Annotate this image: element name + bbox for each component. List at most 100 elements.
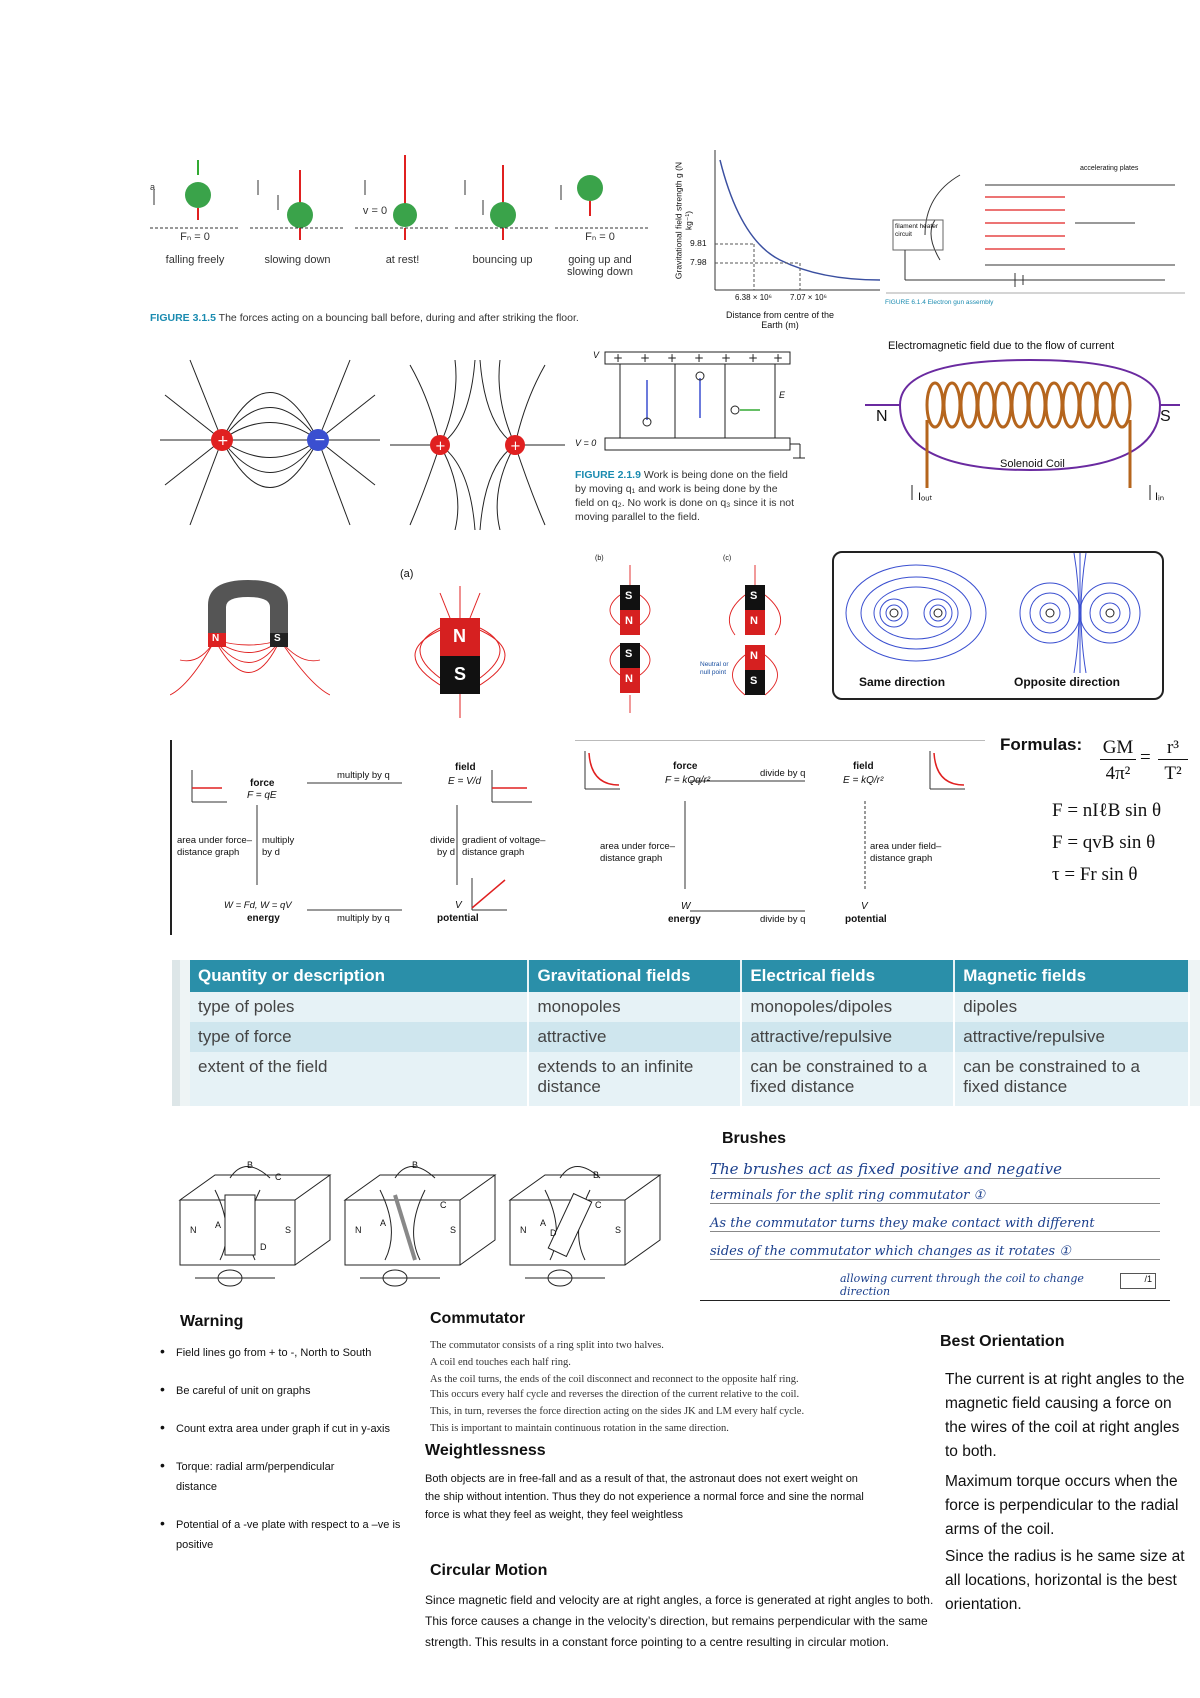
solenoid-diagram [865,358,1195,500]
brushes-line-1: The brushes act as fixed positive and ne… [710,1160,1160,1179]
motor-diagrams-svg [178,1166,662,1287]
kepler-lhs-num: GM [1100,737,1136,760]
grav-graph-plot [714,150,881,291]
motor-3-b: B [593,1170,600,1180]
brushes-line-5: allowing current through the coil to cha… [840,1272,1084,1298]
table-header-grav: Gravitational fields [528,960,743,992]
field-comparison-table: Quantity or description Gravitational fi… [172,960,1200,1106]
repelling-charges-diagram: + + [390,359,565,531]
motor-3 [508,1166,662,1287]
ball-fn-1: Fₙ = 0 [180,231,210,243]
commutator-line-3: As the coil turns, the ends of the coil … [430,1374,799,1385]
electron-gun-figure: accelerating plates filament heater circ… [885,165,1185,315]
magnets-label-c: (c) [723,555,732,562]
commutator-line-1: The commutator consists of a ring split … [430,1340,664,1351]
dipole-field-diagram: + − [160,359,380,526]
grav-xtick-1: 6.38 × 10⁶ [735,293,772,302]
svg-text:a: a [150,182,155,192]
solenoid-s-label: S [1160,408,1171,425]
point-field-label: field [853,761,874,772]
table-cell: attractive/repulsive [741,1022,956,1052]
motor-2-c: C [440,1200,447,1210]
brushes-section: Brushes The brushes act as fixed positiv… [700,1130,1170,1305]
kepler-rhs-den: T² [1164,763,1182,784]
svg-text:+: + [773,351,783,365]
ball-figure-caption: FIGURE 3.1.5 The forces acting on a boun… [150,312,579,324]
plates-figure-caption: FIGURE 2.1.9 Work is being done on the f… [575,469,795,523]
bouncing-ball-figure: a [150,150,670,330]
weightlessness-section: Weightlessness Both objects are in free-… [425,1442,875,1562]
bar-magnet-s: S [454,664,467,684]
wires-field-figure: Same direction Opposite direction [832,551,1164,700]
svg-text:+: + [748,351,758,365]
ball-panel-4 [455,165,550,240]
uniform-field-label: field [455,762,476,773]
uniform-energy-label: energy [247,913,280,924]
uniform-field-eq: E = V/d [448,776,482,787]
point-energy-label: energy [668,914,701,925]
circular-motion-section: Circular Motion Since magnetic field and… [425,1562,940,1687]
commutator-line-5: This, in turn, reverses the force direct… [430,1406,805,1417]
horseshoe-n-label: N [212,633,220,644]
point-force-label: force [673,761,698,772]
point-potential-label: potential [845,914,887,925]
motor-3-n: N [520,1225,527,1235]
ball-panel-1: a [150,160,240,229]
weightlessness-text: Both objects are in free-fall and as a r… [425,1473,864,1521]
electron-gun-filament-label: filament heater circuit [895,223,938,238]
uniform-force-label: force [250,778,275,789]
commutator-line-2: A coil end touches each half ring. [430,1357,571,1368]
circular-motion-title: Circular Motion [430,1562,548,1579]
repelling-charges-figure: + + [390,359,565,531]
table-cell: type of force [190,1022,530,1052]
uniform-energy-eq: W = Fd, W = qV [224,900,292,911]
best-orientation-p1: The current is at right angles to the ma… [945,1371,1185,1460]
uniform-potential-label: potential [437,913,479,924]
formulas-block: Formulas: GM 4π² = r³ T² F = nIℓB sin θ … [1000,735,1200,895]
warning-item: Field lines go from + to -, North to Sou… [160,1341,410,1363]
table-cell: type of poles [190,992,530,1022]
motor-1-s: S [285,1225,292,1235]
svg-text:+: + [435,439,446,454]
motor-3-d: D [550,1228,557,1238]
brushes-title: Brushes [722,1130,787,1147]
brushes-line-3: As the commutator turns they make contac… [710,1216,1160,1232]
uniform-divide-d: divide by d [430,835,455,858]
best-orientation-section: Best Orientation The current is at right… [940,1333,1195,1653]
motor-1 [178,1166,332,1287]
stacked-magnets-diagram [609,565,782,713]
horseshoe-magnet-diagram [169,580,331,696]
point-w-label: W [681,901,691,912]
table-cell: monopoles/dipoles [741,992,956,1022]
magnets-label-b: (b) [595,555,604,562]
formula-torque: τ = Fr sin θ [1052,864,1138,885]
svg-text:+: + [613,351,623,365]
solenoid-title: Electromagnetic field due to the flow of… [888,340,1115,352]
point-divide-q: divide by q [760,768,806,779]
warning-item: Count extra area under graph if cut in y… [160,1417,396,1439]
plates-e-label: E [779,390,786,400]
warning-list: Field lines go from + to -, North to Sou… [160,1341,410,1573]
ball-label-3: at rest! [385,254,420,266]
horseshoe-s-label: S [274,633,281,644]
grav-ytick-2: 7.98 [690,257,707,267]
best-orientation-title: Best Orientation [940,1333,1065,1350]
stack-c-s1: S [750,590,758,602]
commutator-title: Commutator [430,1310,526,1327]
grav-ytick-1: 9.81 [690,238,707,248]
svg-text:+: + [640,351,650,365]
formula-force-charge: F = qvB sin θ [1052,832,1156,853]
svg-text:+: + [217,433,229,449]
motor-1-c: C [275,1172,282,1182]
grav-graph-xlabel: Distance from centre of the Earth (m) [725,310,835,330]
grav-xtick-2: 7.07 × 10⁶ [790,293,827,302]
horseshoe-magnet-figure: N S [169,575,331,705]
bouncing-ball-diagram: a [150,155,650,240]
brushes-line-2: terminals for the split ring commutator … [710,1188,1160,1204]
solenoid-coil-label: Solenoid Coil [1000,458,1065,470]
svg-text:+: + [667,351,677,365]
solenoid-i-in: Iᵢₙ [1155,491,1165,503]
formula-force-wire: F = nIℓB sin θ [1052,800,1162,821]
uniform-field-flowchart: force F = qE field E = V/d multiply by q… [170,740,577,935]
motor-1-d: D [260,1242,267,1252]
